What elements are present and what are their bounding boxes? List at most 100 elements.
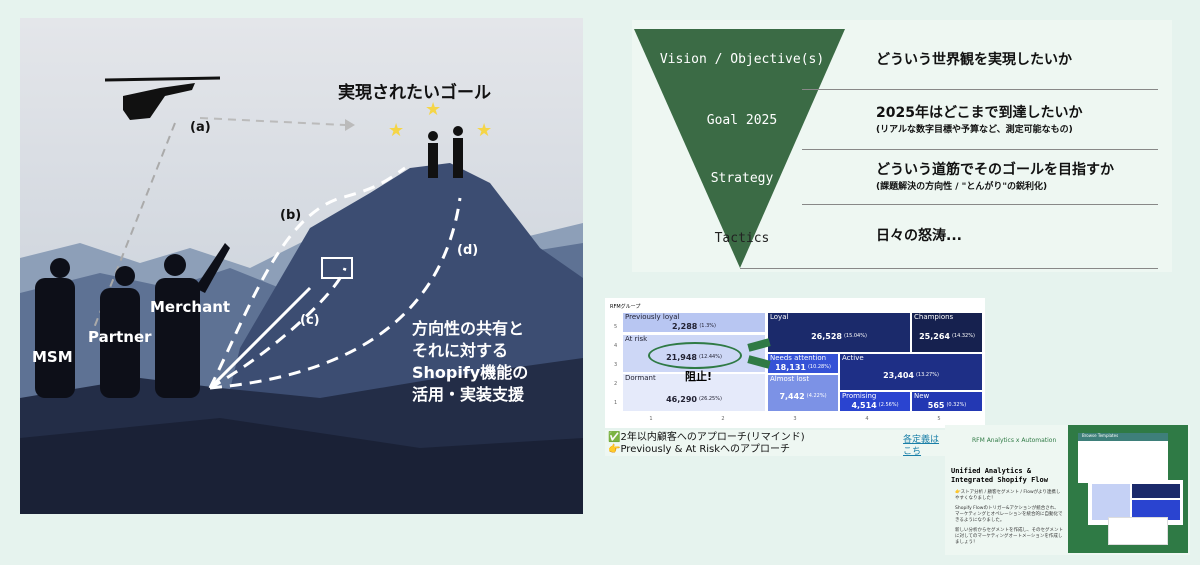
y-tick: 4 (614, 343, 618, 349)
mountain-scene: ★★★ (20, 76, 583, 514)
label-a: (a) (190, 120, 211, 135)
barrier-icon (321, 257, 353, 279)
y-tick: 2 (614, 381, 618, 387)
x-tick: 2 (721, 416, 725, 422)
automation-heading: Unified Analytics &Integrated Shopify Fl… (951, 467, 1048, 485)
paragraph: 👉ストア分析 / 顧客セグメント / Flowがより連携しやすくなりました！ (955, 490, 1061, 501)
rfm-caption: ✅2年以内顧客へのアプローチ(リマインド) 👉Previously & At R… (605, 430, 945, 457)
pct: (10.28%) (807, 363, 831, 370)
cell-name: Previously loyal (625, 313, 680, 321)
funnel-level-goal: Goal 2025 (706, 113, 778, 128)
automation-screenshot: Browse Templates (1068, 425, 1188, 553)
automation-body: 👉ストア分析 / 顧客セグメント / Flowがより連携しやすくなりました！ S… (955, 490, 1063, 546)
label-c: (c) (300, 313, 320, 328)
value: 7,442 (779, 392, 805, 401)
label-b: (b) (280, 208, 302, 223)
goal-title: 実現されたいゴール (338, 83, 491, 103)
value: 26,528 (811, 331, 842, 341)
funnel-triangle (634, 29, 845, 268)
cell-name: Dormant (625, 374, 656, 382)
star-icon: ★★★ (388, 99, 492, 141)
role-partner: Partner (88, 328, 152, 346)
divider (802, 149, 1158, 150)
pct: (14.32%) (951, 332, 975, 339)
divider (802, 204, 1158, 205)
strategy-sub: (課題解決の方向性 / "とんがり"の鋭利化) (876, 182, 1048, 192)
svg-text:★: ★ (476, 120, 492, 141)
highlight-ellipse (648, 342, 742, 369)
pct: (1.3%) (699, 322, 716, 329)
message-line: それに対する (412, 341, 509, 360)
vision-desc: どういう世界観を実現したいか (876, 52, 1072, 68)
divider (802, 89, 1158, 90)
message-line: Shopify機能の (412, 363, 529, 382)
stop-label: 阻止! (685, 370, 713, 383)
heading-line: Integrated Shopify Flow (951, 476, 1048, 484)
svg-text:★: ★ (425, 99, 441, 120)
strategy-desc: どういう道筋でそのゴールを目指すか (876, 162, 1114, 178)
y-tick: 5 (614, 324, 618, 330)
value: 2,288 (672, 321, 698, 331)
automation-title: RFM Analytics x Automation (972, 437, 1057, 444)
y-axis: 5 4 3 2 1 (614, 318, 617, 413)
caption-line: ✅2年以内顧客へのアプローチ(リマインド) (608, 432, 805, 443)
funnel-level-vision: Vision / Objective(s) (659, 52, 825, 67)
cell-value: 23,404(13.27%) (842, 362, 980, 389)
value: 4,514 (851, 400, 877, 410)
value: 565 (927, 400, 945, 410)
cell-name: Almost lost (770, 375, 810, 383)
pct: (4.22%) (806, 393, 827, 399)
cell-value: 46,290(26.25%) (625, 382, 763, 410)
cell-name: New (914, 392, 930, 400)
automation-slide: RFM Analytics x Automation Unified Analy… (945, 425, 1190, 555)
cell-name: Active (842, 354, 864, 362)
role-merchant: Merchant (150, 298, 231, 316)
cell-value: 4,514(2.56%) (842, 400, 908, 410)
people-silhouettes (35, 243, 230, 398)
paragraph: 新しい分析からセグメントを作成し、そのセグメントに対してのマーケティングオートメ… (955, 528, 1063, 545)
cell-value: 7,442(4.22%) (770, 383, 836, 410)
value: 46,290 (666, 394, 697, 404)
y-tick: 3 (614, 362, 618, 368)
strategy-funnel: Vision / Objective(s) Goal 2025 Strategy… (632, 20, 1172, 272)
cell-value: 18,131(10.28%) (770, 362, 836, 372)
cell-name: At risk (625, 335, 648, 343)
message-line: 方向性の共有と (412, 319, 525, 338)
pct: (26.25%) (698, 395, 722, 402)
value: 18,131 (775, 362, 806, 372)
label-d: (d) (457, 243, 479, 258)
x-tick: 1 (649, 416, 653, 422)
role-msm: MSM (32, 348, 73, 366)
rfm-title: RFMグループ (610, 304, 641, 310)
cell-value: 26,528(15.04%) (770, 321, 908, 351)
y-tick: 1 (614, 400, 618, 406)
pct: (2.56%) (878, 401, 899, 408)
x-tick: 5 (937, 416, 941, 422)
x-tick: 4 (865, 416, 869, 422)
definitions-link[interactable]: 各定義はこち (903, 435, 940, 457)
heading-line: Unified Analytics & (951, 467, 1032, 475)
tactics-desc: 日々の怒涛... (876, 228, 962, 244)
templates-window: Browse Templates (1078, 433, 1168, 483)
divider (740, 268, 1158, 269)
helicopter-icon (123, 83, 195, 120)
funnel-level-strategy: Strategy (710, 171, 774, 186)
paragraph: Shopify Flowのトリガー&アクションが統合され、マーケティングとオペレ… (955, 506, 1063, 523)
funnel-level-tactics: Tactics (714, 231, 770, 246)
value: 25,264 (919, 331, 950, 341)
cell-name: Needs attention (770, 354, 827, 362)
x-tick: 3 (793, 416, 797, 422)
cell-name: Champions (914, 313, 954, 321)
cell-value: 2,288(1.3%) (625, 321, 763, 331)
climbers-icon (428, 126, 463, 178)
cell-value: 25,264(14.32%) (914, 321, 980, 351)
